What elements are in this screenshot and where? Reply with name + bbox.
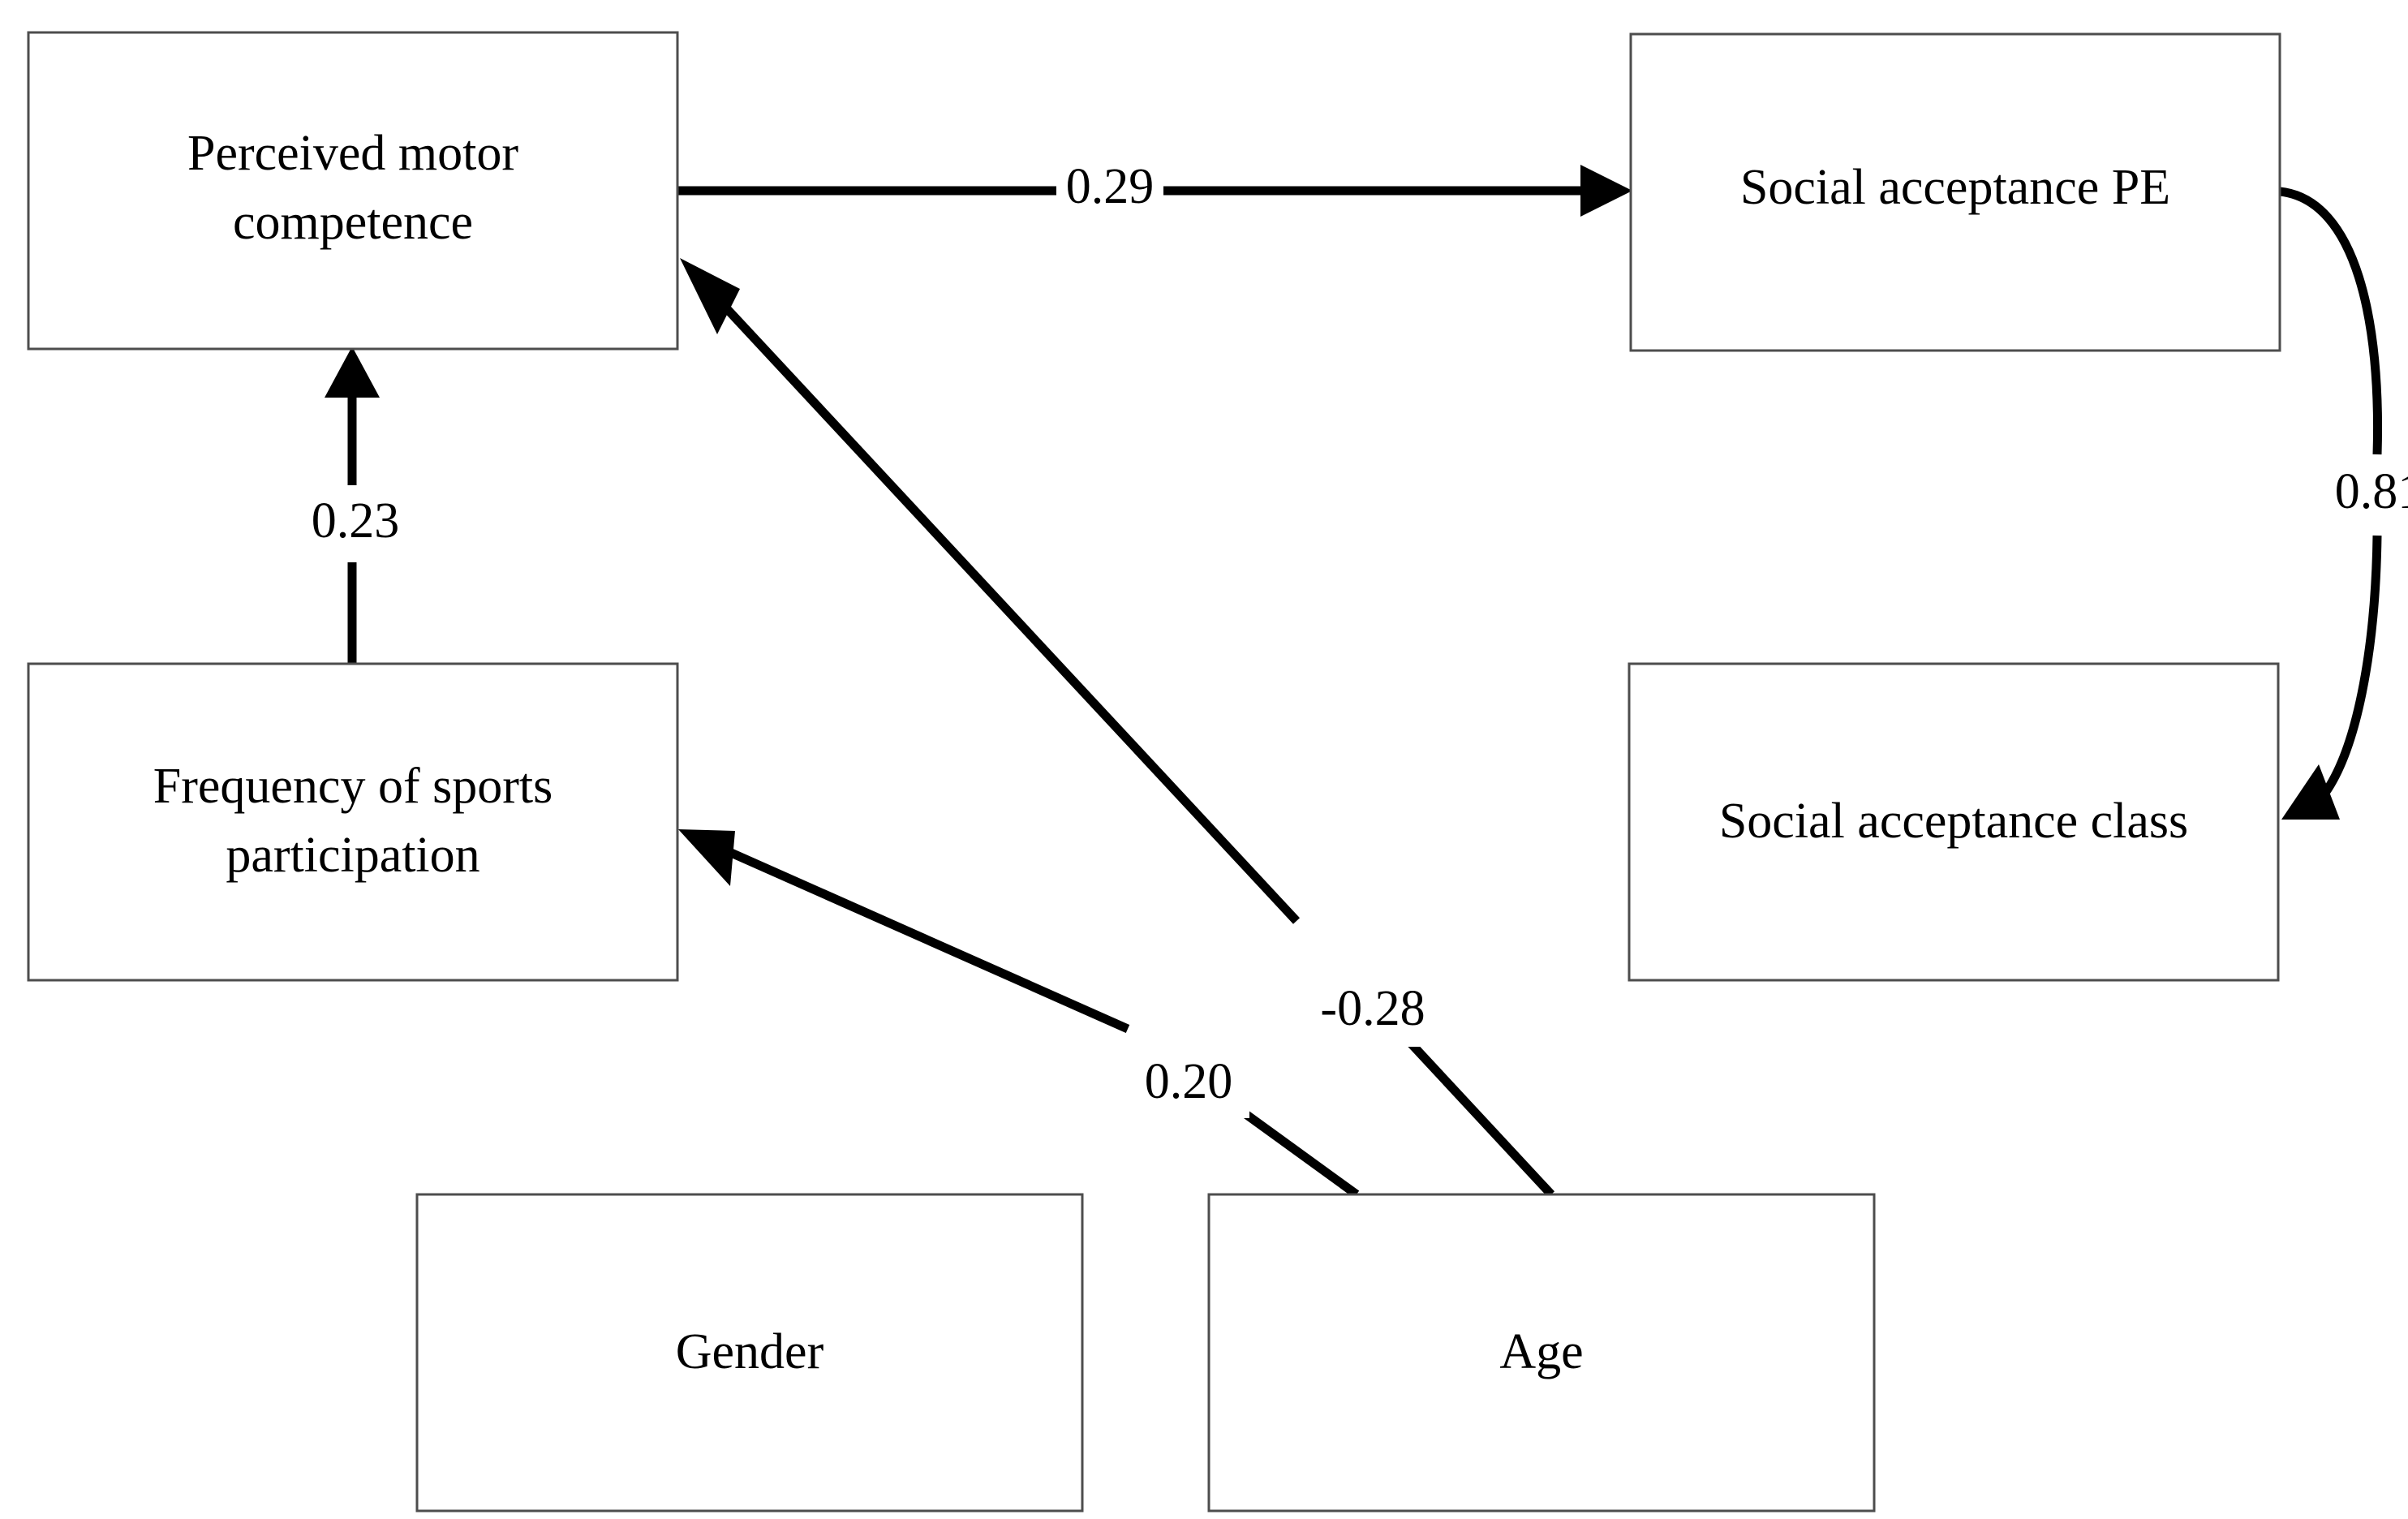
edge-label-group-020: 0.20	[1128, 1053, 1249, 1118]
edge-label-neg028: -0.28	[1320, 981, 1425, 1036]
edge-label-group-029: 0.29	[1056, 159, 1163, 224]
node-frequency-of-sports-participation[interactable]: Frequency of sports participation	[27, 662, 679, 982]
edge-age-to-frequency	[678, 829, 1360, 1198]
node-box-social-acceptance-class[interactable]	[1628, 662, 2280, 982]
edge-label-023: 0.23	[312, 493, 400, 549]
edge-line-neg028-upper	[716, 299, 1301, 924]
node-label-frequency-line2: participation	[226, 828, 479, 883]
edge-curve-081-lower	[2316, 535, 2382, 803]
edge-social-acceptance-pe-to-class	[2279, 187, 2382, 820]
edge-label-bg-023	[299, 493, 412, 557]
node-perceived-motor-competence[interactable]: Perceived motor competence	[27, 31, 679, 351]
node-label-gender: Gender	[676, 1324, 824, 1379]
arrowhead-into-perceived-motor-competence	[325, 346, 380, 398]
edge-label-group-neg028: -0.28	[1300, 980, 1446, 1047]
edge-pmc-to-social-acceptance-pe	[676, 165, 1632, 217]
edge-label-bg-029	[1056, 161, 1163, 224]
node-age[interactable]: Age	[1207, 1193, 1876, 1513]
edge-line-020-upper	[720, 844, 1130, 1034]
edge-label-bg-081	[2322, 464, 2408, 529]
edge-label-bg-neg028	[1300, 980, 1446, 1047]
edge-label-081: 0.81	[2335, 464, 2408, 519]
node-social-acceptance-pe[interactable]: Social acceptance PE	[1629, 32, 2281, 352]
node-box-gender[interactable]	[415, 1193, 1084, 1513]
node-label-social-acceptance-class: Social acceptance class	[1719, 794, 2188, 849]
edge-frequency-to-pmc	[325, 346, 380, 664]
node-label-frequency-line1: Frequency of sports	[153, 759, 553, 814]
edge-label-020: 0.20	[1145, 1054, 1233, 1109]
edge-label-group-081: 0.81	[2322, 464, 2408, 529]
node-box-perceived-motor-competence[interactable]	[27, 31, 679, 351]
arrowhead-into-social-acceptance-class	[2281, 764, 2340, 820]
node-label-age: Age	[1499, 1324, 1583, 1379]
node-box-frequency-of-sports-participation[interactable]	[27, 662, 679, 982]
node-label-social-acceptance-pe: Social acceptance PE	[1740, 160, 2170, 215]
edge-label-029: 0.29	[1066, 159, 1155, 214]
node-gender[interactable]: Gender	[415, 1193, 1084, 1513]
edge-label-group-023: 0.23	[299, 493, 412, 557]
edge-curve-081-upper	[2279, 187, 2382, 455]
node-label-perceived-motor-competence-line1: Perceived motor	[187, 126, 518, 181]
arrowhead-into-frequency-from-age	[678, 829, 735, 886]
arrowhead-into-social-acceptance-pe	[1580, 165, 1632, 217]
edge-age-to-pmc	[680, 258, 1555, 1198]
arrowhead-into-pmc-from-age	[680, 258, 740, 334]
edge-label-bg-020	[1128, 1053, 1249, 1118]
node-label-perceived-motor-competence-line2: competence	[233, 195, 473, 250]
node-social-acceptance-class[interactable]: Social acceptance class	[1628, 662, 2280, 982]
node-box-social-acceptance-pe[interactable]	[1629, 32, 2281, 352]
node-box-age[interactable]	[1207, 1193, 1876, 1513]
